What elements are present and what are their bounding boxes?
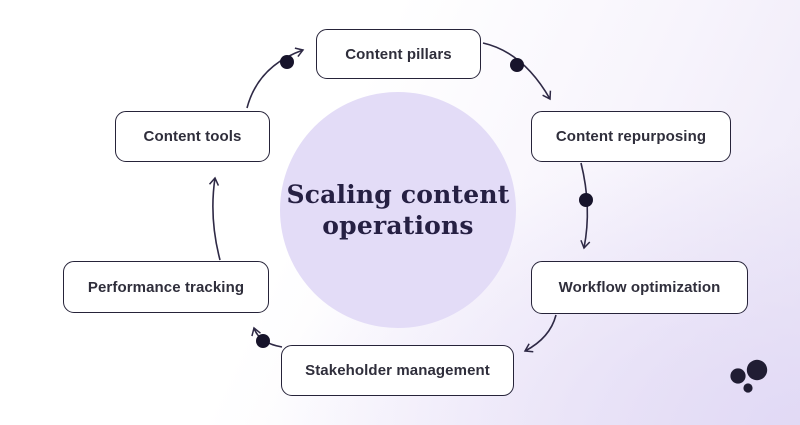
arrow-pillars-to-repurposing bbox=[482, 42, 552, 101]
node-label: Performance tracking bbox=[87, 278, 245, 296]
arrow-dot-pillars-repurposing bbox=[510, 58, 524, 72]
diagram-title: Scaling content operations bbox=[286, 179, 509, 241]
node-label: Content pillars bbox=[345, 45, 452, 63]
node-label: Stakeholder management bbox=[305, 362, 490, 379]
arrow-dot-tools-pillars bbox=[280, 55, 294, 69]
node-content-pillars: Content pillars bbox=[316, 29, 481, 79]
arrow-performance-to-tools bbox=[208, 176, 221, 261]
node-workflow-optimization: Workflow optimization bbox=[531, 261, 748, 314]
node-content-repurposing: Content repurposing bbox=[531, 111, 731, 162]
node-performance-tracking: Performance tracking bbox=[63, 261, 269, 313]
arrow-stakeholder-to-performance bbox=[251, 326, 283, 348]
logo-dot-large bbox=[746, 359, 768, 381]
node-label: Content tools bbox=[143, 128, 242, 145]
logo-dot-small bbox=[743, 383, 753, 393]
node-content-tools: Content tools bbox=[115, 111, 270, 162]
arrow-repurposing-to-workflow bbox=[580, 162, 591, 250]
logo-dot-medium bbox=[730, 368, 746, 384]
node-stakeholder-management: Stakeholder management bbox=[281, 345, 514, 396]
diagram-title-line1: Scaling content bbox=[286, 180, 510, 209]
center-circle: Scaling content operations bbox=[280, 92, 516, 328]
node-label: Content repurposing bbox=[555, 128, 707, 145]
arrow-dot-stakeholder-performance bbox=[256, 334, 270, 348]
arrow-tools-to-pillars bbox=[246, 47, 305, 109]
arrow-dot-repurposing-workflow bbox=[579, 193, 593, 207]
arrow-workflow-to-stakeholder bbox=[523, 314, 557, 353]
node-label: Workflow optimization bbox=[558, 279, 721, 296]
diagram-title-line2: operations bbox=[322, 211, 474, 240]
